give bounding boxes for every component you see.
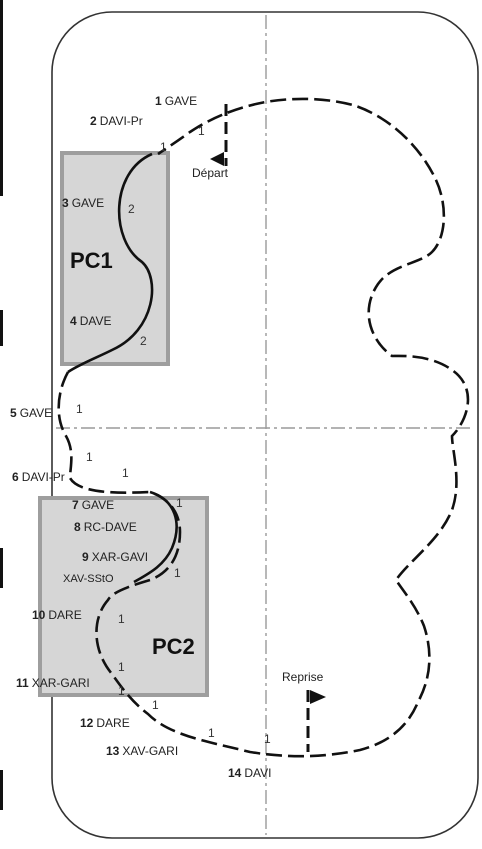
segment-count: 1: [118, 612, 125, 626]
figure-label: XAV-SStO: [63, 573, 114, 585]
restart-label: Reprise: [282, 670, 324, 684]
left-edge-mark: [0, 0, 3, 196]
segment-count: 2: [140, 334, 147, 348]
start-flag: [210, 152, 224, 166]
segment-count: 1: [118, 684, 125, 698]
segment-count: 1: [176, 496, 183, 510]
segment-count: 1: [152, 698, 159, 712]
segment-count: 1: [118, 660, 125, 674]
segment-count: 1: [198, 124, 205, 138]
segment-count: 1: [174, 566, 181, 580]
restart-flag: [310, 690, 326, 704]
segment-count: 1: [76, 402, 83, 416]
arena-border: [51, 11, 479, 839]
segment-count: 1: [264, 732, 271, 746]
left-edge-mark: [0, 770, 3, 810]
segment-count: 1: [208, 726, 215, 740]
segment-count: 1: [160, 140, 167, 154]
start-label: Départ: [192, 166, 229, 180]
zone-pc1-label: PC1: [70, 248, 113, 273]
track-outer-path: [57, 97, 470, 758]
segment-count: 1: [122, 466, 129, 480]
zone-pc1-box: [60, 151, 170, 366]
track-pc1-serpentine: [67, 152, 154, 374]
left-edge-mark: [0, 310, 3, 346]
segment-count: 1: [86, 450, 93, 464]
zone-pc2-label: PC2: [152, 634, 195, 659]
segment-count: 2: [128, 202, 135, 216]
track-pc2-serpentine: [133, 490, 178, 584]
left-edge-mark: [0, 548, 3, 588]
